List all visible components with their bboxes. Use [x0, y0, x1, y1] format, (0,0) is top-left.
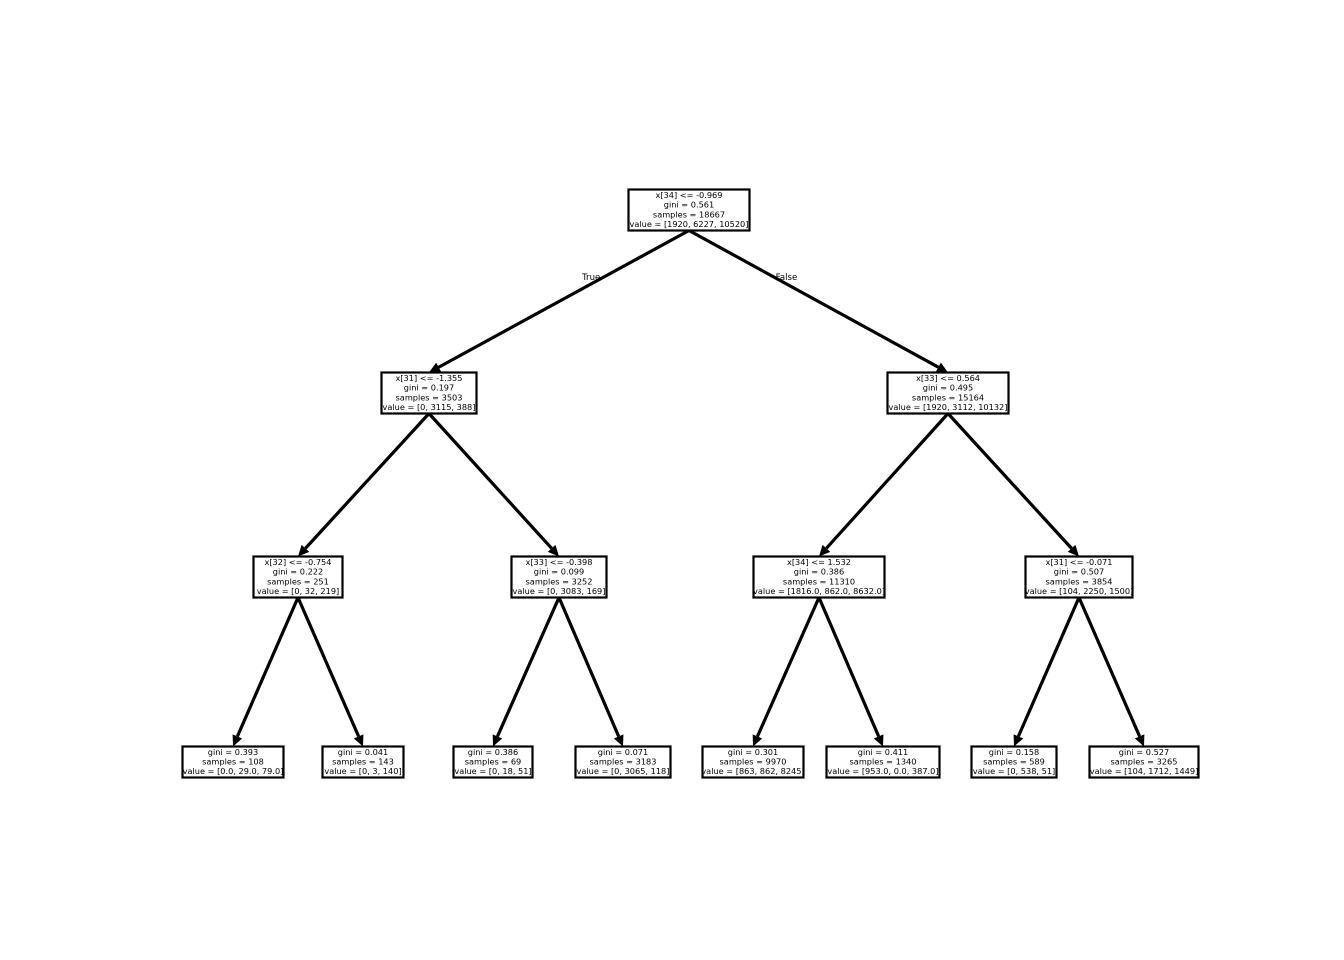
tree-edge [427, 412, 559, 557]
tree-edge [557, 596, 624, 747]
tree-edge [819, 412, 950, 557]
node-gini: gini = 0.411 [858, 747, 908, 757]
node-value: value = [0, 3083, 169] [513, 586, 606, 596]
node-samples: samples = 3265 [1111, 757, 1178, 767]
node-gini: gini = 0.561 [664, 200, 714, 210]
node-value: value = [104, 1712, 1449] [1090, 766, 1199, 776]
node-value: value = [0, 538, 51] [973, 766, 1055, 776]
node-gini: gini = 0.301 [728, 747, 778, 757]
tree-edge [688, 229, 948, 373]
node-value: value = [104, 2250, 1500] [1025, 586, 1134, 596]
node-samples: samples = 1340 [850, 757, 917, 767]
node-samples: samples = 251 [267, 576, 329, 586]
tree-edge [232, 596, 300, 747]
node-samples: samples = 15164 [912, 392, 984, 402]
node-samples: samples = 9970 [720, 757, 787, 767]
node-gini: gini = 0.527 [1119, 747, 1169, 757]
node-value: value = [0, 3115, 388] [383, 402, 476, 412]
node-value: value = [0, 18, 51] [454, 766, 531, 776]
node-gini: gini = 0.386 [468, 747, 518, 757]
node-value: value = [0, 3, 140] [324, 766, 401, 776]
node-samples: samples = 3854 [1046, 576, 1113, 586]
node-gini: gini = 0.495 [923, 383, 973, 393]
node-value: value = [0, 32, 219] [257, 586, 339, 596]
edge-labels-layer: True False [581, 273, 797, 283]
node-samples: samples = 18667 [653, 209, 725, 219]
node-samples: samples = 3183 [590, 757, 657, 767]
tree-edge [946, 412, 1079, 557]
node-gini: gini = 0.507 [1054, 567, 1104, 577]
tree-edge [298, 412, 431, 557]
node-gini: gini = 0.099 [534, 567, 584, 577]
node-condition: x[31] <= -1.355 [396, 373, 463, 383]
node-gini: gini = 0.222 [273, 567, 323, 577]
node-samples: samples = 589 [983, 757, 1045, 767]
node-gini: gini = 0.158 [989, 747, 1039, 757]
node-samples: samples = 143 [332, 757, 394, 767]
tree-edge [1077, 596, 1145, 747]
node-samples: samples = 3252 [526, 576, 593, 586]
tree-edge [492, 596, 561, 747]
node-value: value = [953.0, 0.0, 387.0] [827, 766, 938, 776]
node-samples: samples = 108 [202, 757, 264, 767]
node-value: value = [1816.0, 862.0, 8632.0] [753, 586, 885, 596]
node-gini: gini = 0.071 [598, 747, 648, 757]
node-condition: x[31] <= -0.071 [1046, 557, 1113, 567]
edge-label-true: True [581, 273, 600, 283]
node-gini: gini = 0.041 [338, 747, 388, 757]
tree-edge [429, 229, 690, 373]
node-value: value = [0, 3065, 118] [577, 766, 670, 776]
node-samples: samples = 11310 [783, 576, 855, 586]
edges-layer [232, 229, 1145, 747]
edge-label-false: False [776, 273, 798, 283]
node-condition: x[33] <= -0.398 [526, 557, 593, 567]
node-value: value = [1920, 3112, 10132] [889, 402, 1008, 412]
tree-edge [752, 596, 821, 747]
node-samples: samples = 69 [465, 757, 522, 767]
tree-edge [817, 596, 884, 747]
node-condition: x[33] <= 0.564 [916, 373, 980, 383]
node-condition: x[34] <= -0.969 [656, 190, 723, 200]
node-condition: x[32] <= -0.754 [265, 557, 332, 567]
node-samples: samples = 3503 [396, 392, 463, 402]
node-value: value = [0.0, 29.0, 79.0] [183, 766, 284, 776]
tree-edge [296, 596, 364, 747]
node-condition: x[34] <= 1.532 [787, 557, 851, 567]
node-gini: gini = 0.393 [208, 747, 258, 757]
node-gini: gini = 0.386 [794, 567, 844, 577]
node-gini: gini = 0.197 [404, 383, 454, 393]
node-value: value = [1920, 6227, 10520] [630, 219, 749, 229]
tree-edge [1013, 596, 1081, 747]
node-value: value = [863, 862, 8245] [701, 766, 804, 776]
